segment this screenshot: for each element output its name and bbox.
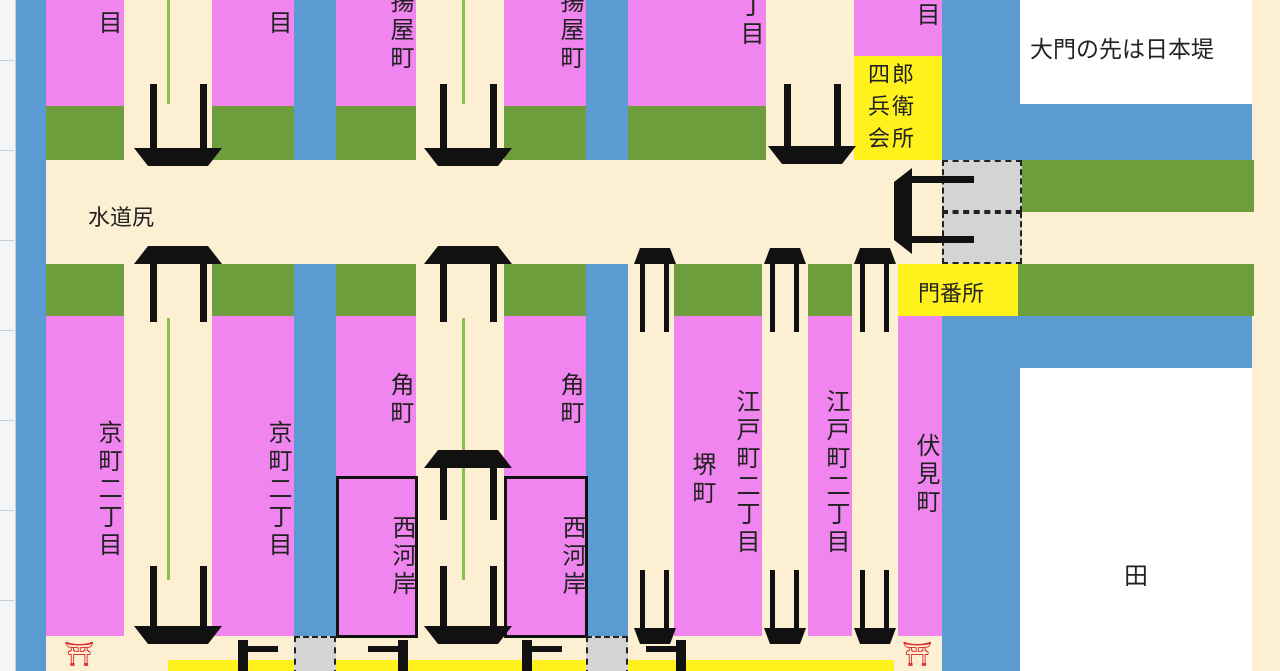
block-edomachi-1 [718, 316, 762, 636]
label-sakaimachi: 堺町 [688, 452, 716, 508]
field-top-right [1020, 0, 1252, 104]
drain-line-2 [462, 0, 465, 104]
top-block-1 [46, 0, 124, 106]
block-kyomachi-1 [46, 316, 124, 636]
omon-gate-lower [942, 212, 1022, 264]
nihon-zutsumi-upper [1018, 160, 1254, 212]
canal-bottom-1 [294, 264, 336, 636]
moat-lower-branch [1018, 316, 1254, 368]
green-strip-bottom-1 [46, 264, 124, 316]
bottom-strip-1 [168, 660, 294, 671]
shirobei-kaisho [854, 56, 942, 160]
torii-icon: ⛩ [64, 640, 95, 668]
label-top-me-2: 目 [264, 10, 292, 38]
alley-top-3 [766, 0, 854, 160]
label-ageya-2: 揚屋町 [556, 0, 584, 73]
green-strip-bottom-4 [504, 264, 586, 316]
alley-bottom-2 [416, 264, 504, 671]
omon-gate-upper [942, 160, 1022, 212]
top-block-4 [504, 0, 586, 106]
grid-line [0, 60, 14, 61]
grid-line [0, 330, 14, 331]
canal-bottom-2 [586, 264, 628, 636]
green-strip-top-1 [46, 106, 124, 160]
grid-line [0, 510, 14, 511]
alley-bottom-5 [852, 264, 898, 671]
bottom-gate-1 [294, 636, 336, 671]
bottom-gate-2 [586, 636, 628, 671]
drain-line-1 [167, 0, 170, 104]
label-top-me-1: 目 [94, 10, 122, 38]
green-strip-top-3 [336, 106, 416, 160]
label-sumimachi-2: 角町 [556, 372, 584, 428]
block-sumimachi-2 [504, 316, 586, 476]
block-kyomachi-2 [212, 316, 294, 636]
monbansho [898, 264, 1020, 316]
green-strip-top-5 [628, 106, 766, 160]
right-road-edge [1252, 0, 1280, 671]
moat-upper-branch [1018, 104, 1254, 162]
main-street [46, 160, 942, 264]
alley-bottom-3 [628, 264, 674, 671]
label-top-chome: 丁目 [736, 0, 764, 49]
sheet-edge [0, 0, 16, 671]
top-block-3 [336, 0, 416, 106]
green-strip-bottom-5 [674, 264, 718, 316]
grid-line [0, 150, 14, 151]
label-nishigashi-1: 西河岸 [388, 515, 416, 599]
canal-top-2 [586, 0, 628, 160]
bottom-strip-2 [336, 660, 586, 671]
label-nishigashi-2: 西河岸 [558, 515, 586, 599]
label-edomachi-2: 江戸町二丁目 [822, 389, 850, 557]
green-strip-top-4 [504, 106, 586, 160]
block-edomachi-2 [808, 316, 852, 636]
grid-line [0, 420, 14, 421]
drain-line-3 [167, 318, 170, 580]
label-monbansho: 門番所 [918, 282, 985, 307]
label-edomachi-1: 江戸町二丁目 [732, 389, 760, 557]
label-ta: 田 [1124, 562, 1148, 590]
label-shirobei-kaisho: 四郎兵衛会所 [868, 63, 917, 152]
label-omon-note: 大門の先は日本堤 [1030, 37, 1214, 63]
alley-top-2 [416, 0, 504, 160]
bottom-strip-3 [628, 660, 894, 671]
moat-left [16, 0, 46, 671]
label-sumimachi-1: 角町 [386, 372, 414, 428]
moat-right [942, 0, 1020, 671]
top-block-2 [212, 0, 294, 106]
green-strip-bottom-2 [212, 264, 294, 316]
label-suidojiri: 水道尻 [88, 206, 155, 231]
torii-icon: ⛩ [902, 640, 933, 668]
green-strip-bottom-7 [808, 264, 852, 316]
block-sakaimachi [674, 316, 718, 636]
label-top-me-3: 目 [912, 2, 940, 30]
field-bottom-right [1020, 368, 1252, 671]
label-ageya-1: 揚屋町 [386, 0, 414, 73]
label-kyomachi-2: 京町二丁目 [264, 420, 292, 560]
green-strip-bottom-3 [336, 264, 416, 316]
grid-line [0, 600, 14, 601]
nihon-zutsumi-lower [1018, 264, 1254, 316]
label-kyomachi-1: 京町二丁目 [94, 420, 122, 560]
green-strip-bottom-6 [718, 264, 762, 316]
block-sumimachi-1 [336, 316, 416, 476]
label-fushimimachi: 伏見町 [912, 433, 940, 517]
top-block-5 [628, 0, 766, 106]
grid-line [0, 240, 14, 241]
block-fushimimachi [898, 316, 942, 636]
top-block-6 [854, 0, 942, 56]
green-strip-top-2 [212, 106, 294, 160]
canal-top-1 [294, 0, 336, 160]
alley-bottom-4 [762, 264, 808, 671]
drain-line-4 [462, 318, 465, 580]
block-nishigashi-1 [336, 476, 418, 638]
block-nishigashi-2 [504, 476, 588, 638]
